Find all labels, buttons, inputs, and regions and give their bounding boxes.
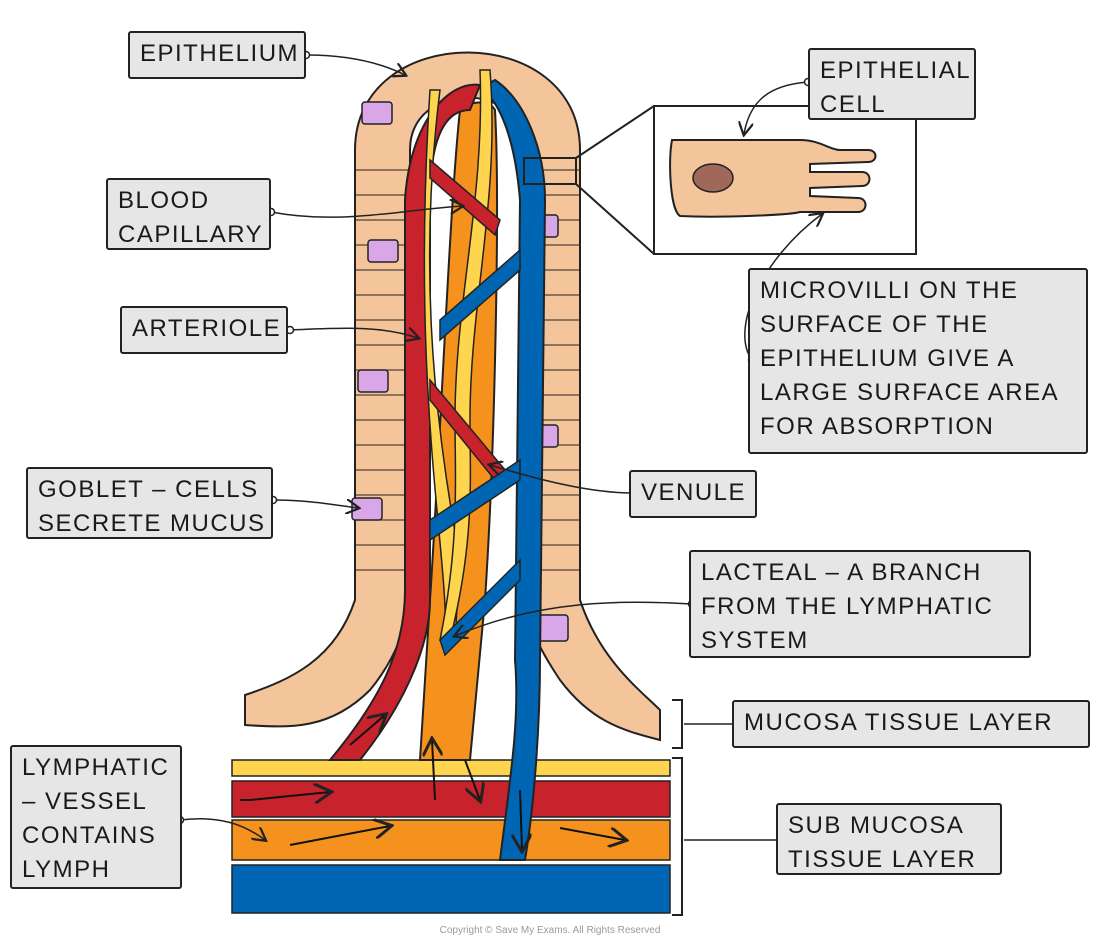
label-line: FOR ABSORPTION xyxy=(760,413,995,440)
label-lacteal: LACTEAL – A BRANCH FROM THE LYMPHATIC SY… xyxy=(689,550,1031,658)
label-line: EPITHELIUM GIVE A xyxy=(760,345,1015,372)
label-line: EPITHELIUM xyxy=(140,40,300,67)
label-line: EPITHELIAL xyxy=(820,57,972,84)
capillary-blue-cross-1 xyxy=(439,248,521,342)
leader-epithelium xyxy=(305,54,405,75)
label-line: SURFACE OF THE xyxy=(760,311,989,338)
epithelial-cell-inset xyxy=(523,105,917,255)
label-line: ARTERIOLE xyxy=(132,315,282,342)
artery-branch xyxy=(327,83,482,761)
flow-arrow-down xyxy=(520,789,522,850)
label-line: LYMPH xyxy=(22,856,111,883)
flow-arrow-down-2 xyxy=(464,759,480,800)
label-line: CELL xyxy=(820,91,887,118)
mucosa-bracket xyxy=(672,699,683,749)
flow-arrow-up xyxy=(432,740,435,801)
label-line: SYSTEM xyxy=(701,627,809,654)
leader-blood-capillary xyxy=(270,206,462,218)
label-line: SUB MUCOSA xyxy=(788,812,965,839)
label-line: CONTAINS xyxy=(22,822,157,849)
label-epithelium: EPITHELIUM xyxy=(128,31,306,79)
cell-nucleus xyxy=(692,163,734,193)
inset-marker xyxy=(523,157,577,185)
leader-lymphatic xyxy=(179,817,265,840)
leader-epithelial-cell xyxy=(744,81,809,134)
label-line: VENULE xyxy=(641,479,747,506)
label-line: CAPILLARY xyxy=(118,221,264,248)
label-epithelial-cell: EPITHELIAL CELL xyxy=(808,48,976,120)
venule-vessel xyxy=(231,864,671,914)
capillary-red-cross-1 xyxy=(429,158,501,237)
label-line: LACTEAL – A BRANCH xyxy=(701,559,982,586)
label-line: GOBLET – CELLS xyxy=(38,476,259,503)
lymph-vessel xyxy=(231,819,671,861)
flow-arrow-lymph-right xyxy=(559,827,625,840)
sub-mucosa-vessels xyxy=(231,759,671,914)
label-arteriole: ARTERIOLE xyxy=(120,306,288,354)
label-microvilli: MICROVILLI ON THE SURFACE OF THE EPITHEL… xyxy=(748,268,1088,454)
label-venule: VENULE xyxy=(629,470,757,518)
flow-arrow-lymph-left xyxy=(289,826,390,846)
layer-brackets xyxy=(672,699,683,916)
leader-goblet xyxy=(272,500,358,508)
sub-mucosa-bracket xyxy=(672,757,683,916)
label-sub-mucosa-tissue-layer: SUB MUCOSA TISSUE LAYER xyxy=(776,803,1002,875)
leader-venule xyxy=(490,465,634,494)
magnified-epithelial-cell xyxy=(669,139,877,218)
label-line: SECRETE MUCUS xyxy=(38,510,266,537)
flow-arrow-left-up xyxy=(349,715,385,746)
copyright-text: Copyright © Save My Exams. All Rights Re… xyxy=(439,925,661,936)
leader-lacteal xyxy=(455,601,693,636)
label-blood-capillary: BLOOD CAPILLARY xyxy=(106,178,271,250)
flow-arrow-red xyxy=(249,792,330,800)
label-line: MICROVILLI ON THE xyxy=(760,277,1019,304)
vein-branch xyxy=(477,78,547,861)
label-line: BLOOD xyxy=(118,187,210,214)
label-lymphatic-vessel: LYMPHATIC – VESSEL CONTAINS LYMPH xyxy=(10,745,182,889)
label-line: – VESSEL xyxy=(22,788,148,815)
label-line: MUCOSA TISSUE LAYER xyxy=(744,709,1054,736)
label-line: LARGE SURFACE AREA xyxy=(760,379,1060,406)
label-mucosa-tissue-layer: MUCOSA TISSUE LAYER xyxy=(732,700,1090,748)
label-line: FROM THE LYMPHATIC xyxy=(701,593,994,620)
label-goblet-cells: GOBLET – CELLS SECRETE MUCUS xyxy=(26,467,273,539)
label-line: LYMPHATIC xyxy=(22,754,170,781)
lacteal-vessel xyxy=(231,759,671,777)
label-line: TISSUE LAYER xyxy=(788,846,977,873)
arteriole-vessel xyxy=(231,780,671,818)
leader-arteriole xyxy=(289,328,418,338)
leader-lines xyxy=(179,54,822,840)
